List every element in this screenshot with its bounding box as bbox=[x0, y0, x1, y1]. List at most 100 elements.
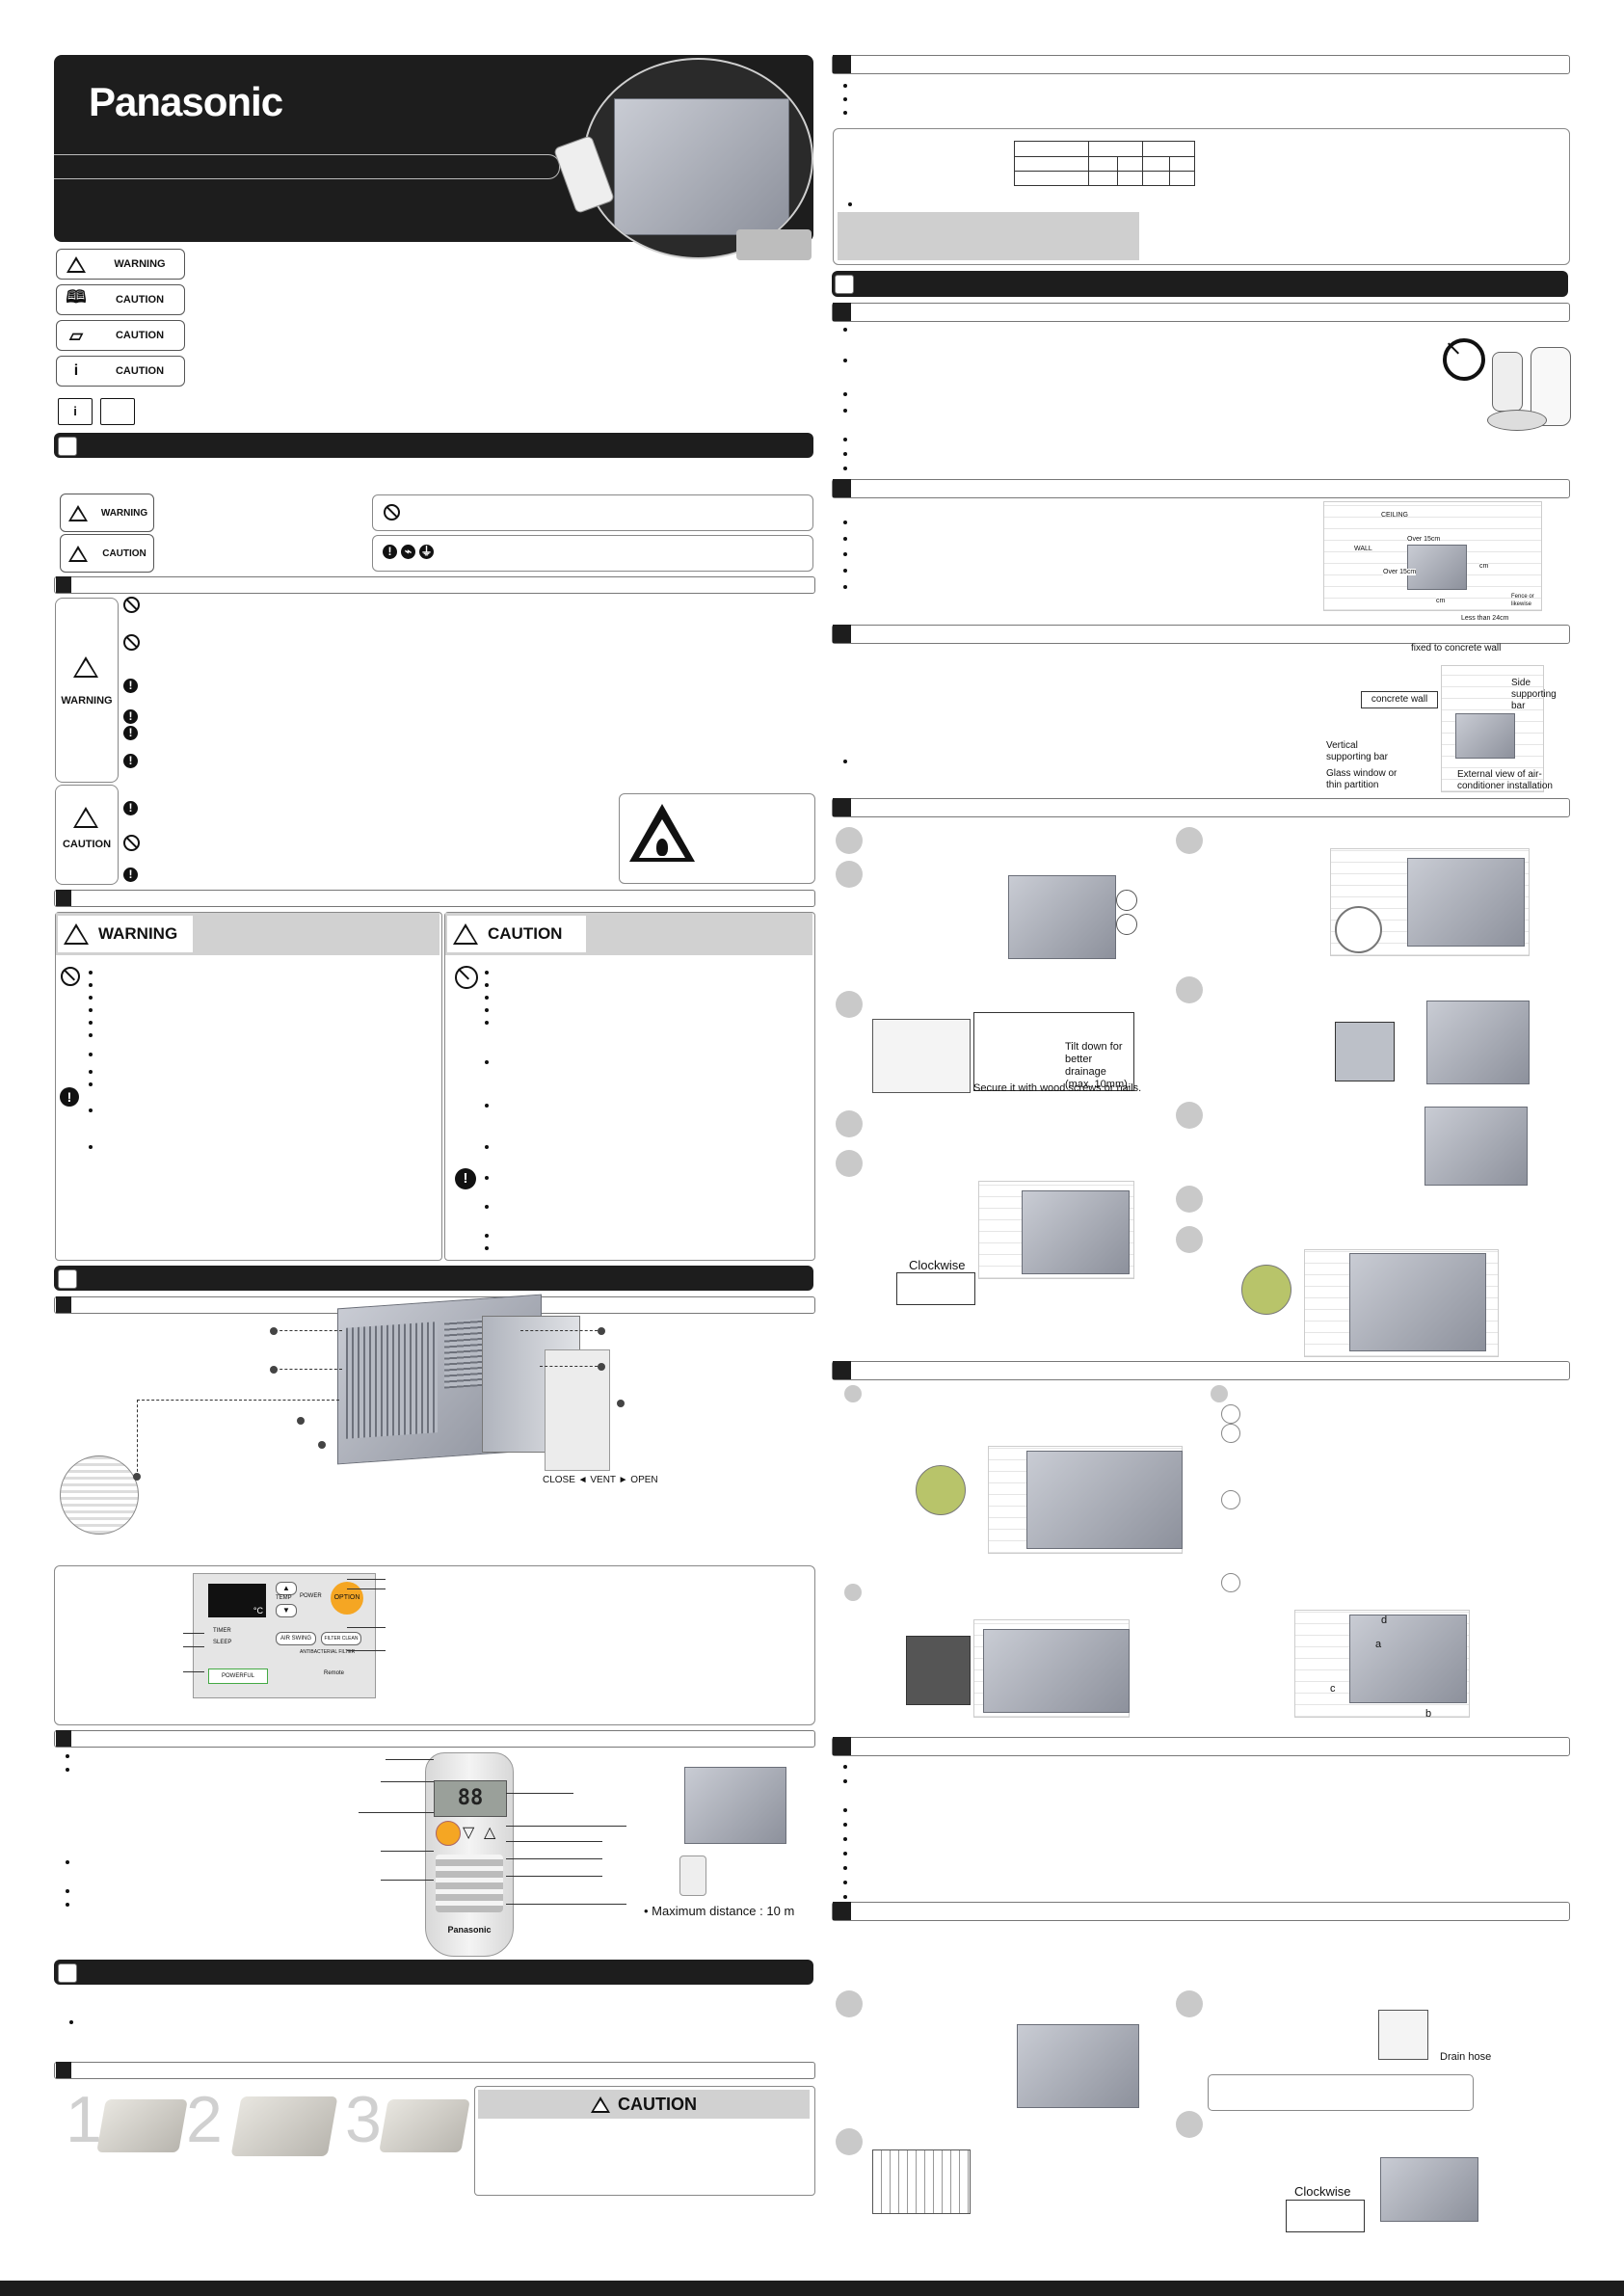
flammable-warning-box bbox=[619, 793, 815, 884]
symbol-box-warning: WARNING bbox=[56, 249, 185, 280]
screwdriver-icon bbox=[1116, 890, 1137, 911]
leader-line bbox=[506, 1876, 602, 1877]
location-cm-b: cm bbox=[1436, 598, 1446, 604]
prohibit-icon bbox=[123, 597, 140, 613]
symbol-box-label: WARNING bbox=[114, 258, 166, 270]
symbol-box-label: CAUTION bbox=[115, 294, 165, 306]
symbol-box-manual: ▱ CAUTION bbox=[56, 320, 185, 351]
step-circle bbox=[1176, 1102, 1203, 1129]
remote-button-grid[interactable] bbox=[436, 1855, 503, 1912]
subsection-number bbox=[56, 2062, 71, 2078]
control-panel: °C ▲ TEMP ▼ POWER OPTION TIMER SLEEP AIR… bbox=[193, 1573, 376, 1698]
bullet bbox=[843, 1779, 847, 1783]
bullet bbox=[485, 996, 489, 1000]
leader-line bbox=[347, 1627, 386, 1628]
option-button[interactable]: OPTION bbox=[331, 1582, 363, 1615]
drain-unit bbox=[1017, 2024, 1139, 2108]
remote-power-button[interactable] bbox=[436, 1821, 461, 1846]
filter-label-a: a bbox=[1375, 1639, 1382, 1650]
bullet bbox=[485, 1008, 489, 1012]
earth-icon: ⏚ bbox=[419, 545, 434, 559]
remote-temp-up[interactable]: △ bbox=[484, 1825, 496, 1841]
substep-circle bbox=[1221, 1404, 1240, 1424]
leader-line bbox=[275, 1330, 342, 1331]
remote-temp-down[interactable]: ▽ bbox=[463, 1825, 475, 1841]
bullet bbox=[843, 1808, 847, 1812]
temp-down-button[interactable]: ▼ bbox=[276, 1604, 297, 1617]
mandatory-icon: ! bbox=[60, 1087, 79, 1107]
bullet bbox=[843, 452, 847, 456]
temp-up-button[interactable]: ▲ bbox=[276, 1582, 297, 1595]
battery-step-image bbox=[96, 2099, 188, 2152]
section-bar-battery bbox=[54, 1960, 813, 1985]
screwdriver-icon bbox=[1116, 914, 1137, 935]
leader-line bbox=[506, 1904, 626, 1905]
step-circle bbox=[844, 1385, 862, 1402]
legend-warning-label: WARNING bbox=[100, 507, 148, 519]
battery-step-number: 2 bbox=[186, 2083, 223, 2156]
mandatory-icon: ! bbox=[123, 754, 138, 768]
leader-line bbox=[183, 1633, 204, 1634]
callout-dot bbox=[318, 1441, 326, 1449]
location-less-than: Less than 24cm bbox=[1461, 615, 1509, 622]
leader-line bbox=[183, 1646, 204, 1647]
mounting-concrete-label: concrete wall bbox=[1361, 691, 1438, 708]
step-circle bbox=[836, 2128, 863, 2155]
battery-step-number: 1 bbox=[66, 2083, 102, 2156]
mounting-external-label: External view of air-conditioner install… bbox=[1457, 769, 1553, 791]
info-book-icon: i bbox=[58, 398, 93, 425]
warning-triangle-icon bbox=[453, 923, 478, 945]
bullet bbox=[89, 983, 93, 987]
bullet bbox=[485, 1021, 489, 1025]
info-book-icon: i bbox=[73, 362, 79, 379]
bullet bbox=[66, 1754, 69, 1758]
location-unit bbox=[1407, 545, 1467, 590]
warning-triangle-icon bbox=[73, 656, 98, 678]
symbol-box-label: CAUTION bbox=[115, 330, 165, 341]
leader-line bbox=[137, 1400, 138, 1477]
step-unit bbox=[1424, 1107, 1528, 1186]
callout-dot bbox=[598, 1327, 605, 1335]
bullet bbox=[843, 84, 847, 88]
bullet bbox=[843, 760, 847, 763]
step-unit bbox=[1407, 858, 1525, 947]
symbol-box-label: CAUTION bbox=[115, 365, 165, 377]
leader-line bbox=[381, 1851, 434, 1852]
subsection-number bbox=[833, 625, 851, 643]
mandatory-icon: ! bbox=[123, 679, 138, 693]
leader-line bbox=[386, 1759, 434, 1760]
caution-block-label: CAUTION bbox=[55, 785, 119, 885]
mandatory-icon: ! bbox=[123, 726, 138, 740]
subsection-bar bbox=[832, 55, 1570, 74]
callout-dot bbox=[297, 1417, 305, 1425]
filter-clean-button[interactable]: FILTER CLEAN bbox=[321, 1632, 361, 1645]
warning-panel bbox=[55, 912, 442, 1261]
secure-label: Secure it with wood screws or nails. bbox=[973, 1082, 1142, 1094]
control-panel-box bbox=[54, 1565, 815, 1725]
mandatory-icon: ! bbox=[123, 868, 138, 882]
subsection-bar bbox=[54, 890, 815, 907]
bullet bbox=[89, 996, 93, 1000]
mounting-vertical-label: Vertical supporting bar bbox=[1326, 740, 1388, 762]
bullet bbox=[848, 202, 852, 206]
subsection-number bbox=[56, 890, 71, 906]
air-swing-button[interactable]: AIR SWING bbox=[276, 1632, 316, 1645]
power-indicator: POWER bbox=[300, 1593, 322, 1599]
bullet bbox=[485, 971, 489, 974]
drain-note-box bbox=[1208, 2074, 1474, 2111]
leader-line bbox=[359, 1812, 434, 1813]
warning-triangle-icon bbox=[61, 504, 95, 521]
substep-circle bbox=[1221, 1424, 1240, 1443]
legend-warning: WARNING bbox=[60, 494, 154, 532]
step-circle bbox=[1176, 1226, 1203, 1253]
powerful-button[interactable]: POWERFUL bbox=[208, 1669, 268, 1684]
bullet bbox=[89, 1021, 93, 1025]
spec-note-panel bbox=[838, 212, 1139, 260]
bullet bbox=[843, 467, 847, 470]
callout-dot bbox=[270, 1366, 278, 1374]
bullet bbox=[843, 1765, 847, 1769]
step-circle bbox=[1176, 2111, 1203, 2138]
battery-step-number: 3 bbox=[345, 2083, 382, 2156]
warning-panel-title-box: WARNING bbox=[58, 916, 193, 952]
battery-caution-header: CAUTION bbox=[478, 2090, 810, 2119]
